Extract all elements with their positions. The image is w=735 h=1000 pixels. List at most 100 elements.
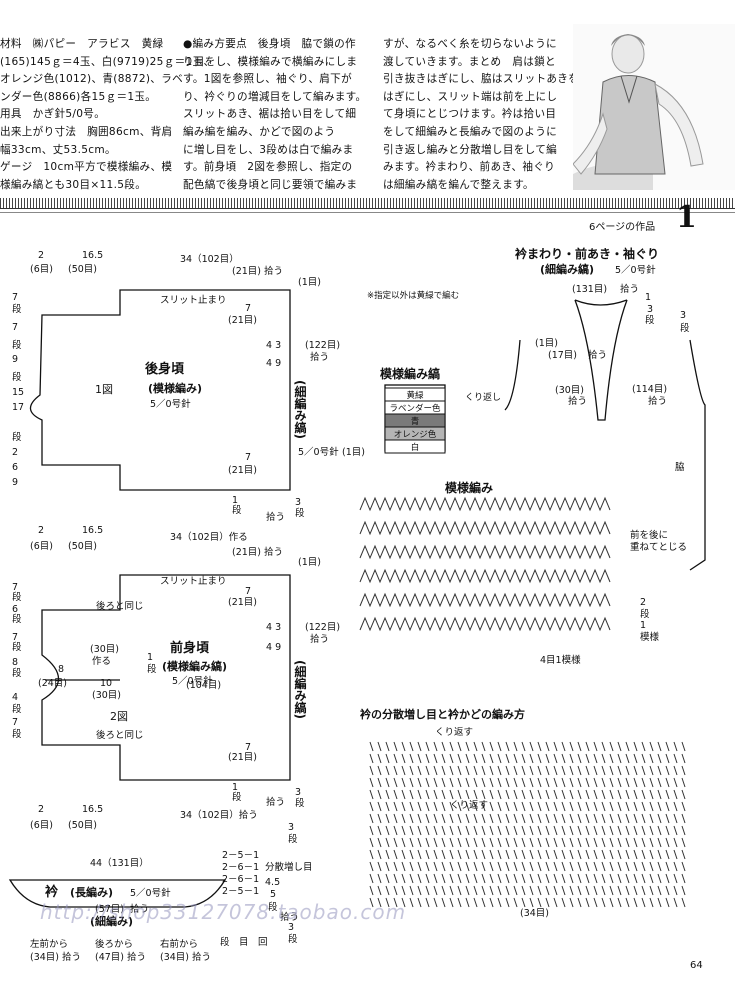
diagram-label: 4 9 — [266, 642, 281, 653]
collar-title: 衿 — [45, 884, 58, 900]
diagram-label: (1目) — [298, 277, 321, 288]
col2-line: り、衿ぐりの増減目をして編みます。 — [183, 90, 367, 103]
diagram-label: 5／0号針 — [130, 887, 171, 899]
diagram-label: 段 — [12, 667, 22, 679]
diagram-label: 2 — [640, 597, 646, 608]
collar-chart-row — [369, 789, 686, 800]
header-rule-thin — [0, 212, 735, 215]
diagram-label: 拾う — [130, 903, 149, 915]
diagram-label: 7 — [12, 292, 18, 303]
col1-line: 幅33cm、丈53.5cm。 — [0, 143, 116, 156]
page-number: 64 — [690, 960, 703, 971]
diagram-label: 後ろと同じ — [96, 729, 144, 741]
diagram-label: 2－6－1 — [222, 862, 259, 873]
diagram-label: (104目) — [186, 680, 221, 691]
diagram-label: 段 — [288, 933, 298, 945]
diagram-label: 7 — [12, 322, 18, 333]
diagram-label: 7 — [245, 303, 251, 314]
diagram-label: 5／0号針 — [298, 446, 339, 458]
col2-line: 配色縞で後身頃と同じ要領で編みま — [183, 178, 358, 191]
diagram-label: 段 — [232, 504, 242, 516]
diagram-label: (長編み) — [70, 885, 113, 899]
pattern-title: 模様編み — [445, 480, 493, 495]
collar-chart-row — [369, 741, 686, 752]
collar-chart-row — [369, 801, 686, 812]
diagram-label: (6目) — [30, 541, 53, 552]
diagram-label: 7 — [245, 742, 251, 753]
pattern-row — [359, 568, 611, 584]
collar-chart-title: 衿の分散増し目と衿かどの編み方 — [360, 707, 525, 721]
col2-line: に増し目をし、3段めは白で編みま — [183, 143, 354, 156]
diagram-label: 3 — [295, 787, 301, 798]
diagram-label: 段 — [147, 663, 157, 675]
diagram-label: 拾う — [310, 633, 329, 645]
diagram-label: (122目) — [305, 340, 340, 351]
diagram-label: 34（102目）拾う — [180, 809, 258, 821]
diagram-label: (50目) — [68, 820, 97, 831]
col3-line: みます。衿まわり、前あき、袖ぐり — [383, 161, 556, 174]
diagram-label: (50目) — [68, 264, 97, 275]
watermark: http://shop33127078.taobao.com — [40, 900, 407, 924]
diagram-label: 10 — [100, 678, 112, 689]
front-body-title: 前身頃 — [170, 640, 210, 656]
diagram-label: 1 — [147, 652, 153, 663]
diagram-label: 後ろから — [95, 938, 133, 950]
diagram-label: 段 — [288, 833, 298, 845]
diagram-label: くり返す — [450, 799, 488, 811]
diagram-label: (34目) — [520, 908, 549, 919]
col3-line: すが、なるべく糸を切らないように — [383, 38, 557, 50]
diagram-label: 2－6－1 — [222, 874, 259, 885]
collar-chart-row — [369, 897, 686, 908]
diagram-label: (34目) 拾う — [160, 951, 211, 963]
col1-line: 様編み縞とも30目×11.5段。 — [0, 178, 147, 191]
diagram-label: 青 — [411, 416, 420, 427]
diagram-label: 拾う — [620, 283, 639, 295]
diagram-label: 4 3 — [266, 622, 281, 633]
diagram-label: 3 — [680, 310, 686, 321]
pattern-row — [359, 616, 611, 632]
diagram-label: 2－5－1 — [222, 886, 259, 897]
diagram-label: 段 目 回 — [220, 936, 268, 948]
finishing-column: すが、なるべく糸を切らないように渡していきます。まとめ 肩は鎖と引き抜きはぎにし… — [383, 36, 634, 194]
col1-line: ンダー色(8866)各15ｇ＝1玉。 — [0, 90, 157, 103]
stripe-row — [384, 439, 446, 454]
diagram-label: 34（102目）作る — [170, 531, 248, 543]
diagram-label: 左前から — [30, 938, 68, 950]
collar-chart-row — [369, 849, 686, 860]
col2-line: す。1図を参照し、袖ぐり、肩下が — [183, 73, 352, 86]
pattern-row — [359, 520, 611, 536]
diagram-label: 1 — [232, 495, 238, 506]
collar-chart-row — [369, 813, 686, 824]
diagram-label: 拾う — [588, 349, 607, 361]
col3-line: て身頃にとじつけます。衿は拾い目 — [383, 108, 557, 121]
diagram-label: 段 — [640, 608, 650, 620]
diagram-label: 8 — [12, 657, 18, 668]
diagram-label: 段 — [12, 591, 22, 603]
diagram-label: 8 — [58, 664, 64, 675]
diagram-label: (模様編み) — [148, 381, 202, 395]
diagram-label: 4 9 — [266, 358, 281, 369]
col2-line: 編み編を編み、かどで図のよう — [183, 125, 336, 138]
diagram-label: (1目) — [535, 338, 558, 349]
col3-line: 引き抜きはぎにし、脇はスリットあきを残して巻き — [383, 73, 634, 86]
diagram-label: (21目) — [228, 315, 257, 326]
diagram-label: 2 — [38, 250, 44, 261]
header-rule — [0, 198, 735, 209]
materials-column: 材料 ㈱パピー アラビス 黄緑(165)145ｇ＝4玉、白(9719)25ｇ＝1… — [0, 36, 214, 194]
col3-line: 引き返し編みと分散増し目をして編 — [383, 143, 557, 156]
diagram-label: (30目) — [555, 385, 584, 396]
diagram-label: 2 — [38, 525, 44, 536]
diagram-label: 後ろと同じ — [96, 600, 144, 612]
diagram-label: 9 — [12, 354, 18, 365]
diagram-label: (21目) 拾う — [232, 265, 283, 277]
diagram-label: 6 — [12, 604, 18, 615]
diagram-label: 拾う — [568, 395, 587, 407]
col2-line: り目をし、模様編みで横編みにしま — [183, 55, 358, 68]
diagram-label: (50目) — [68, 541, 97, 552]
diagram-label: ラベンダー色 — [389, 403, 441, 414]
back-hem-label: (細編み縞) — [293, 380, 307, 439]
diagram-label: 右前から — [160, 938, 198, 950]
collar-chart-row — [369, 753, 686, 764]
diagram-label: (模様編み縞) — [162, 659, 227, 673]
diagram-label: 2－5－1 — [222, 850, 259, 861]
